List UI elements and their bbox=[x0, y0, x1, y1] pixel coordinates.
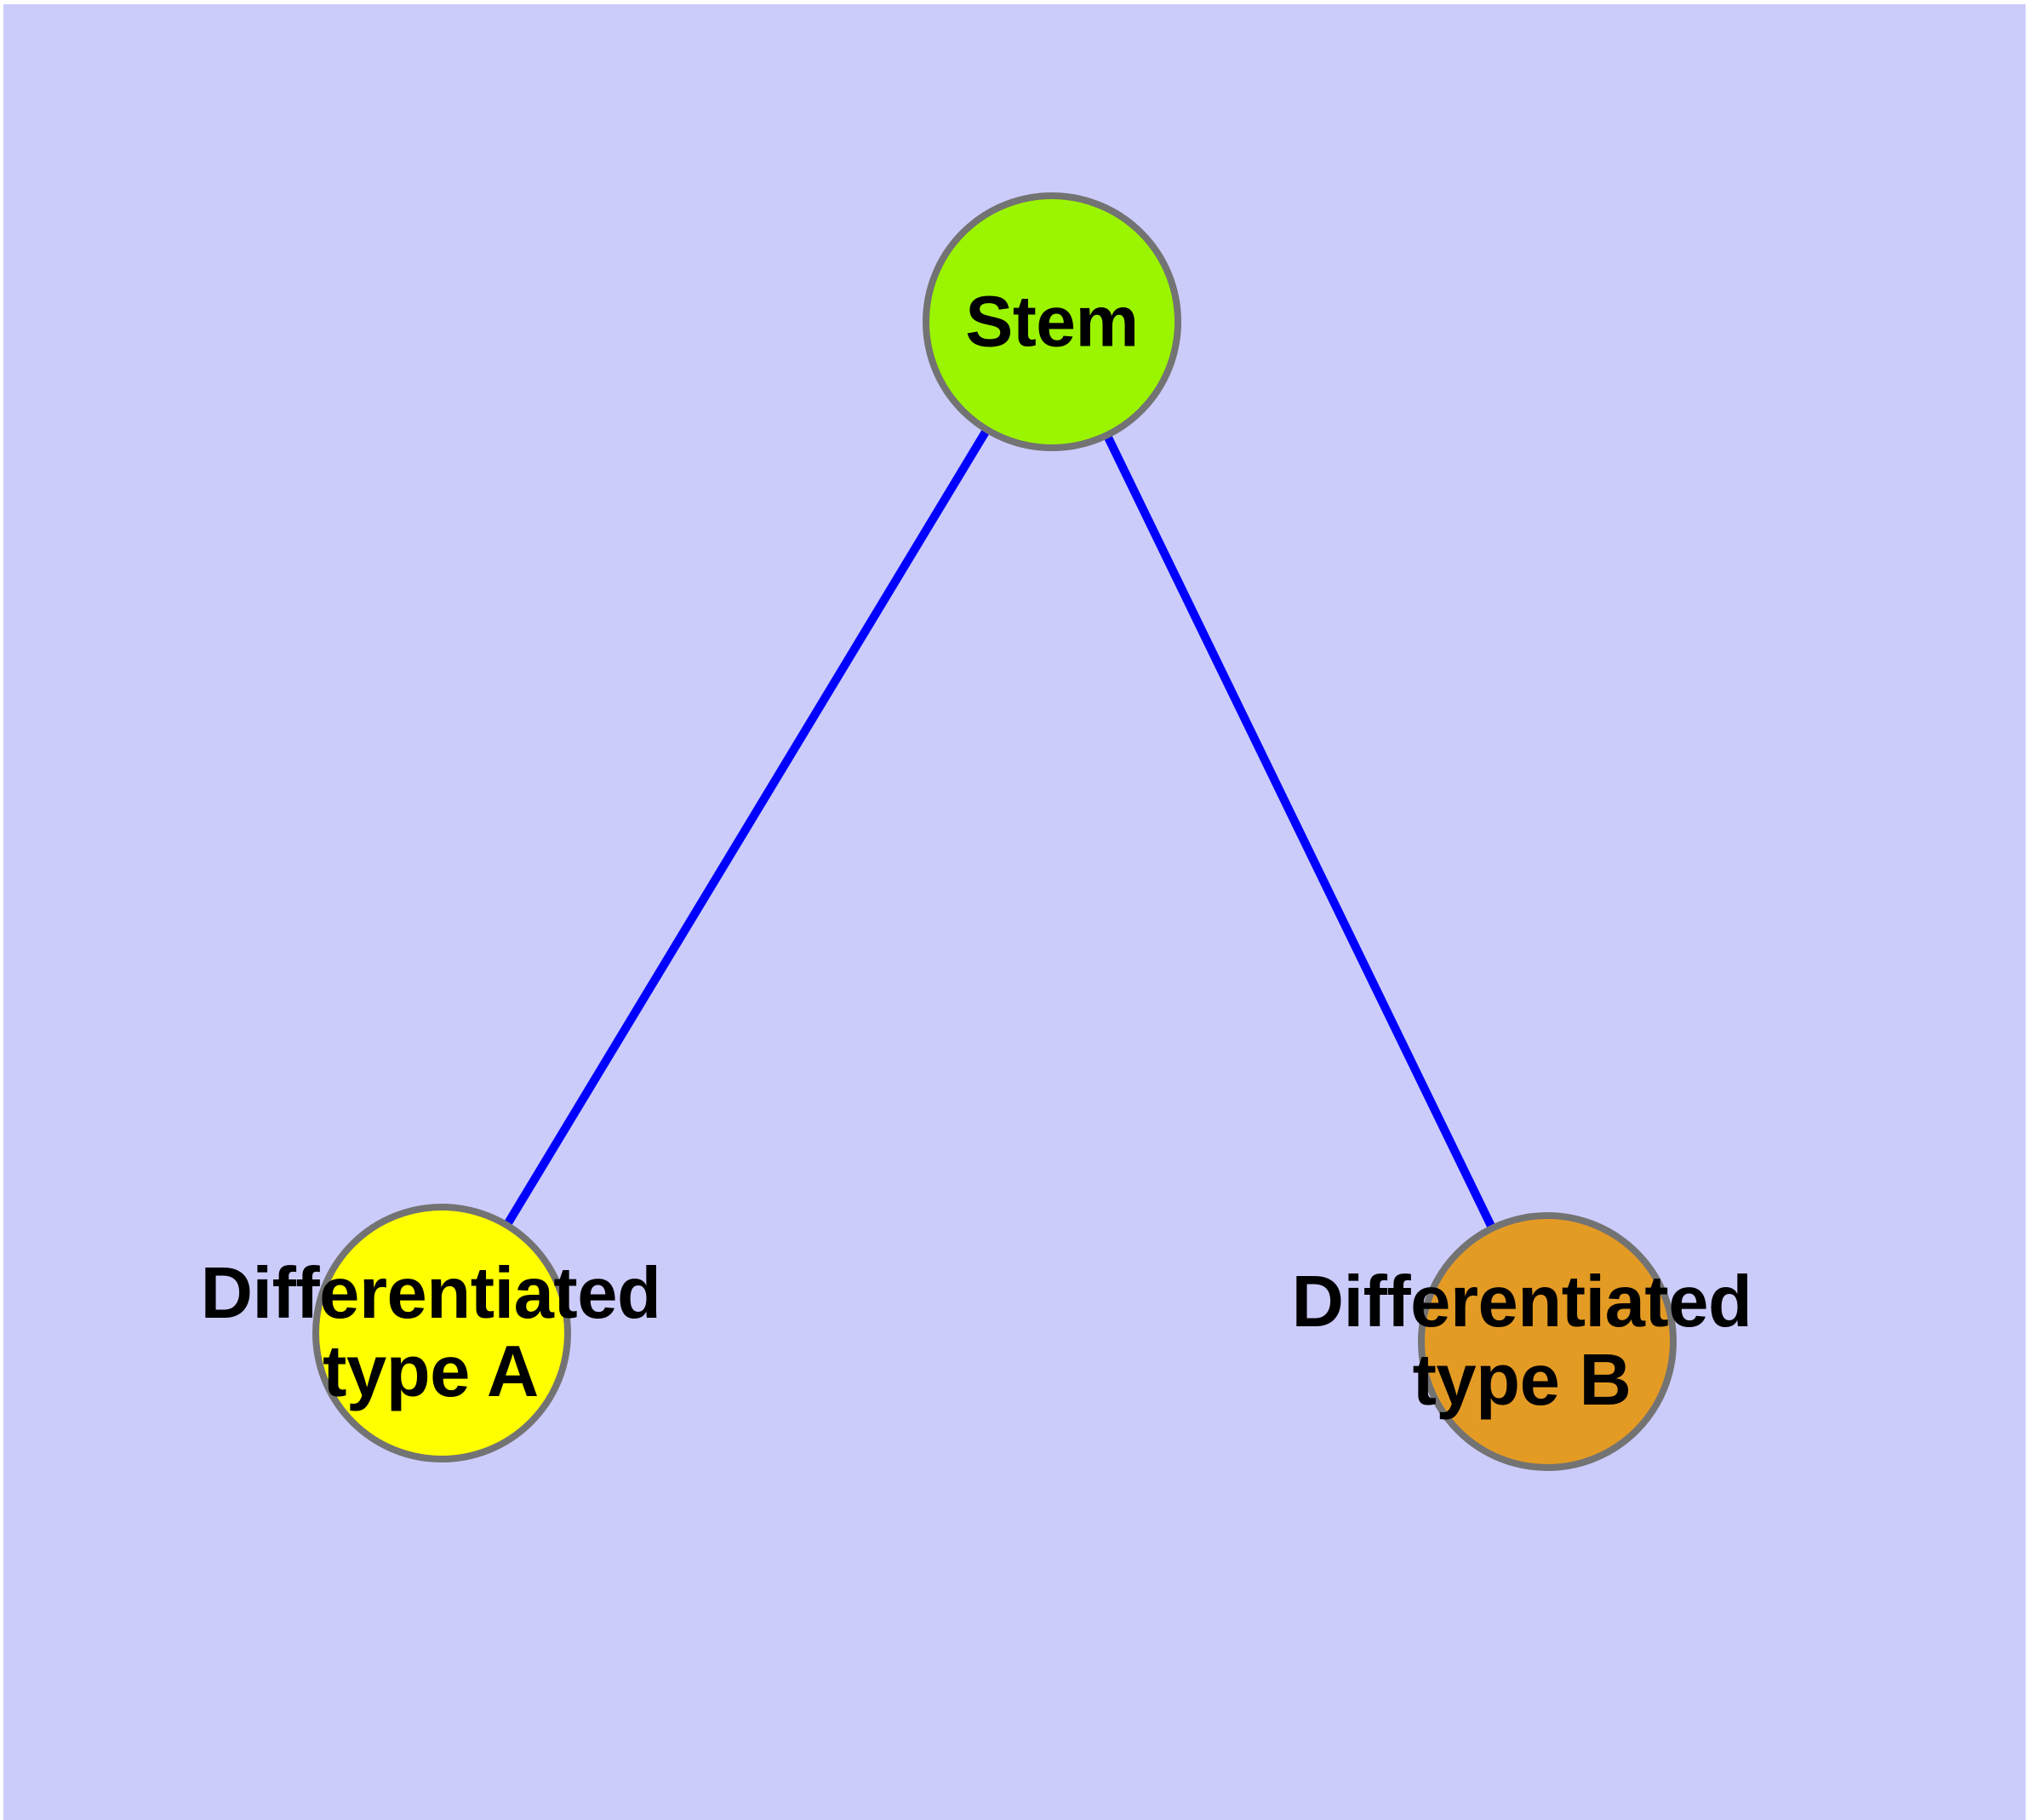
node-label-differentiated-type-b: Differentiated type B bbox=[1291, 1262, 1752, 1421]
diagram-background bbox=[3, 4, 2026, 1820]
node-label-stem: Stem bbox=[965, 281, 1139, 362]
node-label-differentiated-type-a: Differentiated type A bbox=[200, 1253, 661, 1412]
